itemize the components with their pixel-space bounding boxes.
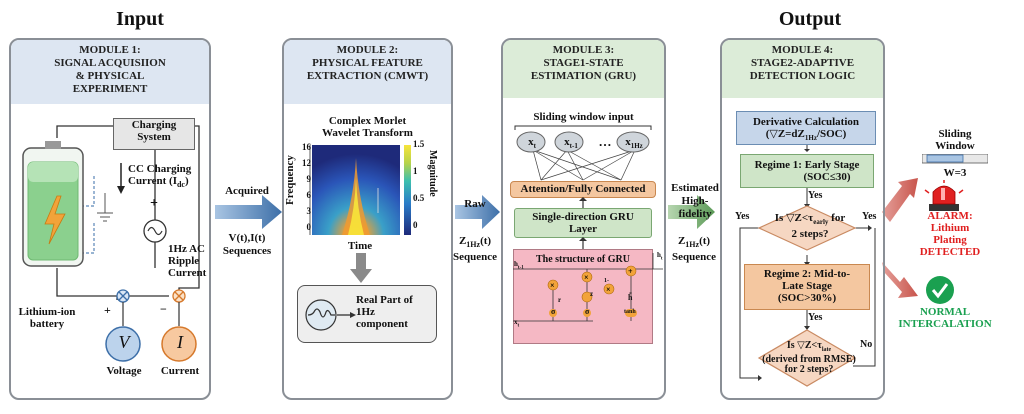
up-arrow-2	[579, 237, 587, 249]
module4-panel: MODULE 4: STAGE2-ADAPTIVE DETECTION LOGI…	[720, 38, 885, 400]
acquired-label: Acquired	[225, 185, 269, 197]
charging-system-box: Charging System	[113, 118, 195, 150]
module2-header: MODULE 2: PHYSICAL FEATURE EXTRACTION (C…	[284, 40, 451, 104]
svg-text:+: +	[628, 267, 633, 276]
svg-text:×: ×	[550, 281, 555, 290]
up-arrow-1	[579, 197, 587, 209]
regime2-box: Regime 2: Mid-to- Late Stage (SOC>30%)	[744, 264, 870, 310]
arrow-acquired	[215, 195, 282, 229]
arrow-estimated	[668, 195, 715, 229]
gru-structure-box	[513, 249, 653, 344]
arrow-raw	[455, 195, 500, 229]
current-minus-sign: −	[160, 302, 167, 316]
yes-label-right: Yes	[862, 211, 877, 222]
ac-plus-sign: +	[150, 196, 158, 211]
node-xt: xt	[528, 136, 536, 151]
estimated-seq-label: Z1Hz(t) Sequence	[672, 235, 716, 264]
acquired-sequences-label: V(t),I(t) Sequences	[222, 232, 272, 257]
magnitude-axis-label: Magnitude	[427, 150, 438, 197]
real-part-label: Real Part of 1Hz component	[356, 294, 413, 330]
gru-structure-title: The structure of GRU	[536, 254, 630, 265]
decision2-text: Is ▽Z<τlate (derived from RMSE) for 2 st…	[762, 340, 856, 375]
gru-cell: × × + ×	[513, 253, 663, 322]
time-axis-label: Time	[347, 240, 373, 252]
gru-sigma-1: σ	[551, 307, 556, 316]
check-circle-icon	[926, 276, 954, 304]
gru-sigma-2: σ	[585, 307, 590, 316]
module1-header: MODULE 1: SIGNAL ACQUISIION & PHYSICAL E…	[11, 40, 209, 104]
gru-htilde: h̃	[628, 293, 633, 302]
raw-seq-label: Z1Hz(t) Sequence	[453, 235, 497, 264]
module1-title-1: MODULE 1:	[79, 44, 141, 56]
derivative-box: Derivative Calculation (▽Z=dZ1Hz/SOC)	[736, 111, 876, 145]
cmwt-heatmap	[309, 145, 411, 235]
output-section-title: Output	[778, 8, 842, 30]
decision1-text: Is ▽Z<τearly for 2 steps?	[774, 212, 846, 241]
yes-label-2: Yes	[808, 312, 823, 323]
node-x1hz: x1Hz	[625, 136, 643, 151]
gru-z: z	[590, 290, 594, 298]
module1-title-4: EXPERIMENT	[72, 83, 148, 95]
estimated-label: Estimated High-fidelity	[671, 182, 719, 220]
node-xt-1: xt-1	[564, 136, 578, 151]
frequency-axis-label: Frequency	[284, 155, 296, 205]
gru-layer-box: Single-direction GRU Layer	[514, 208, 652, 238]
raw-label: Raw	[464, 198, 486, 210]
alarm-text: ALARM: Lithium Plating DETECTED	[919, 210, 981, 258]
module3-panel: MODULE 3: STAGE1-STATE ESTIMATION (GRU)	[501, 38, 666, 400]
battery-label: Lithium-ion battery	[18, 306, 76, 330]
colorbar-ticks: 1.5 1 0.5 0	[413, 139, 425, 230]
alarm-siren-icon	[924, 180, 964, 211]
cmwt-title: Complex Morlet Wavelet Transform	[322, 115, 413, 139]
down-arrow	[350, 253, 372, 283]
flowchart-connectors	[739, 145, 876, 387]
yes-label-left: Yes	[735, 211, 750, 222]
gru-one-minus: 1-	[604, 278, 609, 284]
cc-current-label: CC Charging Current (Idc)	[128, 163, 192, 190]
no-label: No	[860, 339, 873, 350]
sliding-window-net	[514, 125, 652, 181]
node-ellipsis: …	[598, 134, 612, 149]
module1-title-2: SIGNAL ACQUISIION	[54, 57, 166, 69]
module1-panel: MODULE 1: SIGNAL ACQUISIION & PHYSICAL E…	[9, 38, 211, 400]
yes-label-1: Yes	[808, 190, 823, 201]
module4-header: MODULE 4: STAGE2-ADAPTIVE DETECTION LOGI…	[722, 40, 883, 98]
circuit-diagram	[22, 125, 200, 362]
svg-text:×: ×	[606, 285, 611, 294]
module1-title-3: & PHYSICAL	[75, 70, 145, 82]
wavelet-icon	[305, 299, 356, 331]
svg-text:×: ×	[584, 273, 589, 282]
input-section-title: Input	[116, 8, 164, 30]
sliding-window-label: Sliding Window	[935, 128, 975, 152]
sliding-window-bar	[922, 154, 988, 164]
current-label: Current	[160, 365, 200, 377]
voltage-label: Voltage	[106, 365, 142, 377]
normal-text: NORMAL INTERCALATION	[898, 306, 992, 330]
y-axis-ticks: 16 12 9 6 3 0	[302, 142, 311, 232]
gru-h-out: ht	[657, 251, 663, 262]
sliding-window-title: Sliding window input	[533, 111, 634, 123]
ac-ripple-label: 1Hz AC Ripple Current	[168, 243, 207, 279]
voltage-symbol: V	[118, 332, 130, 352]
gru-r: r	[558, 296, 562, 304]
module3-header: MODULE 3: STAGE1-STATE ESTIMATION (GRU)	[503, 40, 664, 98]
gru-h-prev: ht-1	[514, 260, 524, 271]
arrow-to-normal	[882, 262, 918, 298]
arrow-to-alarm	[882, 178, 918, 222]
regime1-box: Regime 1: Early Stage (SOC≤30)	[740, 154, 874, 188]
window-size-label: W=3	[943, 167, 967, 179]
voltage-plus-sign: +	[104, 303, 111, 317]
module2-panel: MODULE 2: PHYSICAL FEATURE EXTRACTION (C…	[282, 38, 453, 400]
current-symbol: I	[177, 332, 183, 352]
attention-box: Attention/Fully Connected	[510, 181, 656, 198]
gru-tanh: tanh	[624, 309, 636, 315]
gru-x-in: xt	[514, 318, 520, 329]
